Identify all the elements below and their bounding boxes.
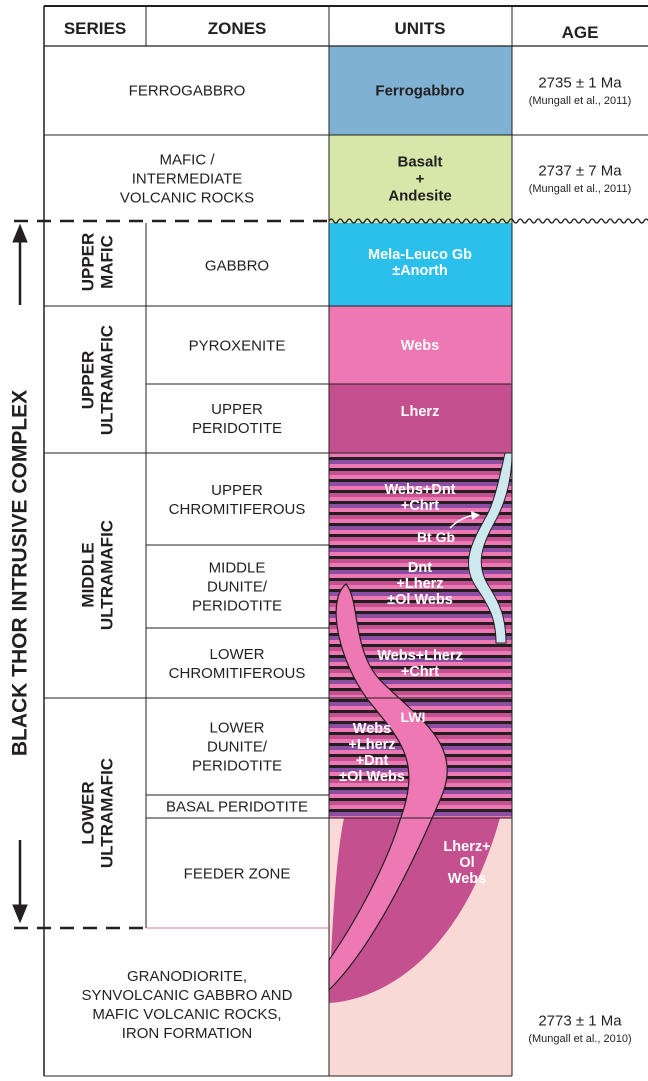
age-value: 2773 ± 1 Ma	[538, 1012, 622, 1029]
unit-label: Lherz	[401, 404, 440, 420]
band-stripe	[329, 548, 512, 552]
band-stripe	[329, 611, 512, 614]
zone-label: PYROXENITE	[189, 337, 286, 354]
age-reference: (Mungall et al., 2011)	[529, 95, 632, 107]
header-units: UNITS	[395, 19, 446, 38]
band-stripe	[329, 684, 512, 688]
zone-label: FEEDER ZONE	[184, 865, 291, 882]
zone-label: FERROGABBRO	[129, 82, 246, 99]
band-stripe	[329, 699, 512, 702]
band-stripe	[329, 688, 512, 691]
complex-label: BLACK THOR INTRUSIVE COMPLEX	[9, 390, 32, 756]
band-stripe	[329, 464, 512, 468]
column-headers: SERIES ZONES UNITS AGE	[64, 19, 599, 42]
series-label: MIDDLEULTRAMAFIC	[78, 520, 116, 630]
series-label: UPPERMAFIC	[78, 233, 116, 292]
header-zones: ZONES	[208, 19, 267, 38]
band-stripe	[329, 556, 512, 559]
age-value: 2737 ± 7 Ma	[538, 162, 622, 179]
band-stripe	[329, 457, 512, 460]
age-value: 2735 ± 1 Ma	[538, 74, 622, 91]
band-stripe	[329, 468, 512, 471]
zone-label: BASAL PERIDOTITE	[166, 798, 308, 815]
band-stripe	[329, 552, 512, 556]
age-reference: (Mungall et al., 2011)	[529, 183, 632, 195]
unit-label: Webs	[401, 338, 439, 354]
band-stripe	[329, 475, 512, 479]
unit-label: Ferrogabbro	[375, 82, 464, 99]
band-stripe	[329, 453, 512, 457]
series-label: UPPERULTRAMAFIC	[78, 325, 116, 435]
band-stripe	[329, 471, 512, 475]
header-age: AGE	[562, 23, 599, 42]
header-series: SERIES	[64, 19, 126, 38]
age-reference: (Mungall et al., 2010)	[528, 1033, 631, 1045]
bt-gb-label: Bt Gb	[417, 529, 455, 545]
band-stripe	[329, 691, 512, 695]
lwi-label: LWI	[401, 709, 426, 725]
band-stripe	[329, 702, 512, 706]
series-label: LOWERULTRAMAFIC	[78, 758, 116, 868]
band-stripe	[329, 460, 512, 464]
zone-label: GABBRO	[205, 257, 269, 274]
